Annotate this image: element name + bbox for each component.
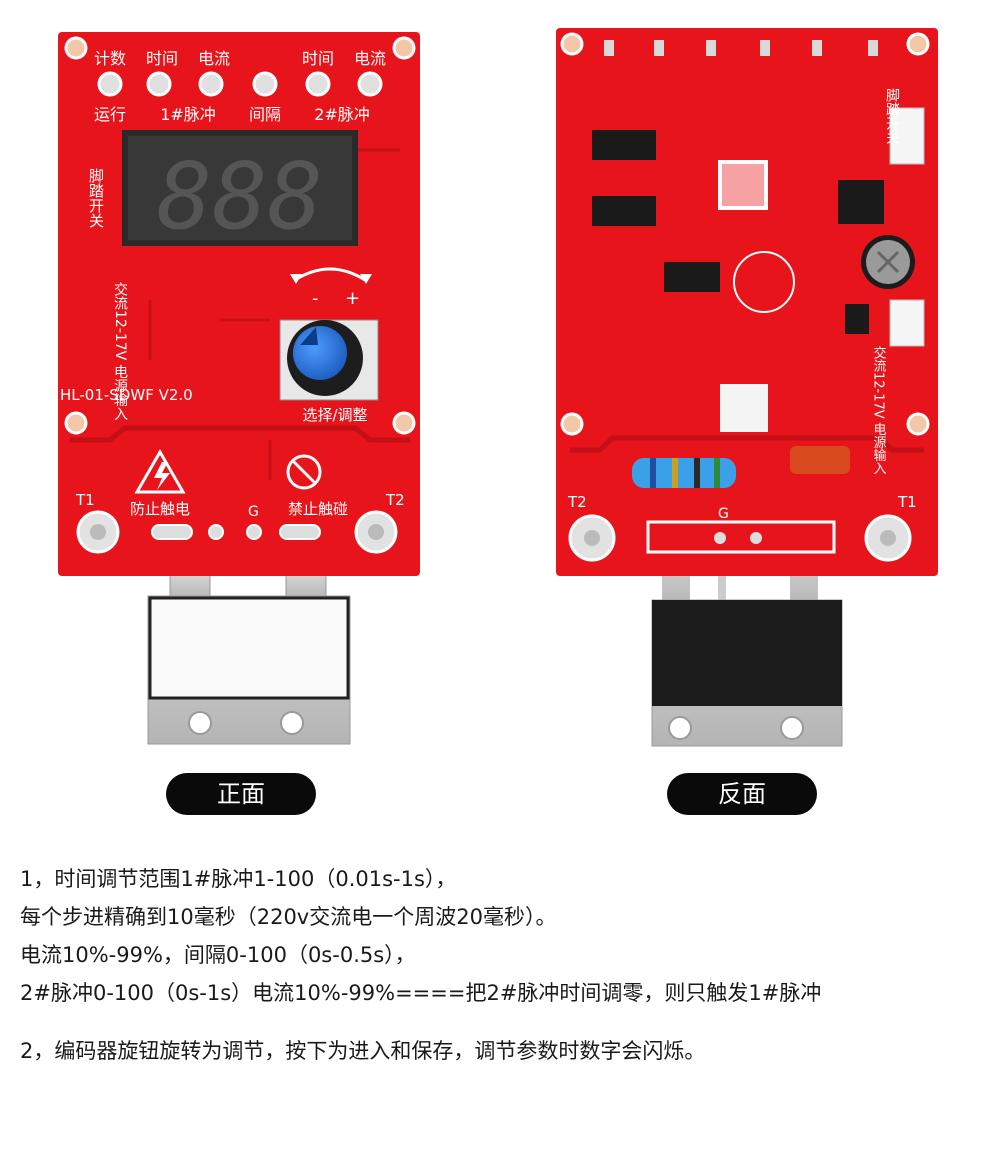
front-terminals [76, 510, 398, 554]
back-pcb [556, 28, 938, 576]
encoder-knob [279, 319, 379, 401]
front-board: 计数 时间 电流 时间 电流 运行 1#脉冲 间隔 2#脉冲 888 脚踏开关 … [58, 32, 420, 745]
label-t2-back: T2 [567, 493, 587, 511]
front-leds [97, 71, 383, 97]
label-pulse-1: 1#脉冲 [160, 105, 216, 124]
label-ac-input: 交流12-17V 电源输入 [112, 281, 128, 421]
label-ac-input-back: 交流12-17V 电源输入 [871, 345, 887, 475]
label-run: 运行 [94, 105, 126, 124]
back-board: 脚踏开关 交流12-17V 电源输入 T2 T1 G [556, 28, 938, 747]
description-line: 2，编码器旋钮旋转为调节，按下为进入和保存，调节参数时数字会闪烁。 [20, 1039, 706, 1063]
label-select-adjust: 选择/调整 [302, 406, 367, 424]
front-heatsink [147, 571, 351, 745]
front-caption: 正面 [166, 773, 316, 815]
power-connector [889, 299, 925, 347]
display-value: 888 [157, 143, 323, 250]
label-count: 计数 [94, 49, 126, 68]
label-model: HL-01-SDWF V2.0 [60, 386, 193, 404]
label-foot-switch: 脚踏开关 [87, 168, 105, 228]
back-ics [592, 130, 884, 432]
back-caption: 反面 [667, 773, 817, 815]
label-plus: + [345, 288, 360, 309]
back-terminals [568, 514, 912, 562]
no-touch-icon [286, 454, 322, 490]
label-foot-switch-back: 脚踏开关 [884, 88, 900, 144]
seven-segment-display: 888 [122, 130, 358, 250]
label-minus: - [312, 288, 319, 309]
label-t2-front: T2 [385, 491, 405, 509]
description-line: 1，时间调节范围1#脉冲1-100（0.01s-1s）， [20, 867, 457, 891]
capacitor [861, 235, 915, 289]
high-voltage-icon [134, 448, 186, 494]
product-photos: 计数 时间 电流 时间 电流 运行 1#脉冲 间隔 2#脉冲 888 脚踏开关 … [58, 28, 938, 747]
description: 1，时间调节范围1#脉冲1-100（0.01s-1s）， 每个步进精确到10毫秒… [20, 860, 990, 1070]
description-line: 电流10%-99%，间隔0-100（0s-0.5s）， [20, 943, 416, 967]
label-t1-back: T1 [897, 493, 917, 511]
label-no-touch: 禁止触碰 [288, 500, 348, 518]
label-time-2: 时间 [302, 49, 334, 68]
resistors [632, 446, 850, 488]
description-line: 2#脉冲0-100（0s-1s）电流10%-99%====把2#脉冲时间调零，则… [20, 981, 822, 1005]
label-g-back: G [718, 506, 729, 522]
label-current-2: 电流 [354, 49, 386, 68]
label-time-1: 时间 [146, 49, 178, 68]
label-g-front: G [248, 504, 259, 520]
description-line: 每个步进精确到10毫秒（220v交流电一个周波20毫秒）。 [20, 905, 557, 929]
foot-switch-connector [889, 107, 925, 165]
label-pulse-2: 2#脉冲 [314, 105, 370, 124]
label-current-1: 电流 [198, 49, 230, 68]
label-interval: 间隔 [249, 105, 281, 124]
label-anti-shock: 防止触电 [130, 500, 190, 518]
label-t1-front: T1 [75, 491, 95, 509]
